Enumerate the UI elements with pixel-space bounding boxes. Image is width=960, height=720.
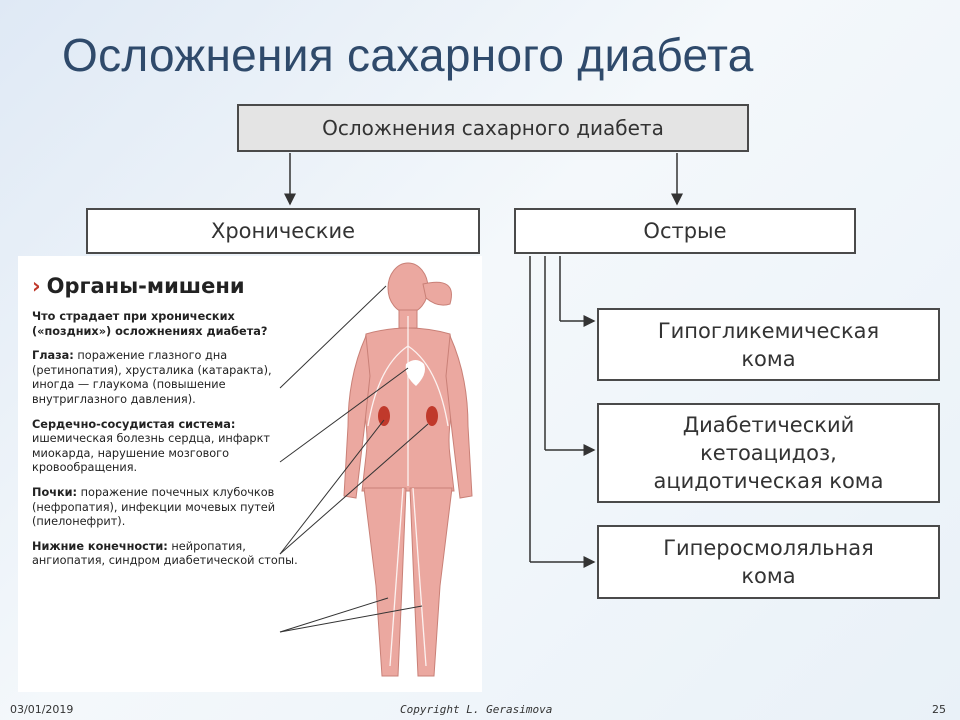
root-box: Осложнения сахарного диабета <box>237 104 749 152</box>
organ-eyes-label: Глаза: <box>32 349 74 363</box>
panel-heading: ›Органы-мишени <box>32 274 312 298</box>
organ-cardio: Сердечно-сосудистая система: ишемическая… <box>32 418 312 476</box>
keto-line-1: Диабетический <box>682 413 855 437</box>
organ-kidneys: Почки: поражение почечных клубочков (неф… <box>32 486 312 530</box>
panel-text: ›Органы-мишени Что страдает при хроничес… <box>32 274 312 579</box>
organ-kidneys-label: Почки: <box>32 485 78 499</box>
footer-copyright: Copyright L. Gerasimova <box>400 703 553 716</box>
left-kidney-shape <box>378 406 390 426</box>
target-organs-panel: ›Органы-мишени Что страдает при хроничес… <box>18 256 482 692</box>
hypo-line-1: Гипогликемическая <box>657 318 880 343</box>
hyper-line-1: Гиперосмоляльная <box>663 536 874 560</box>
organ-cardio-label: Сердечно-сосудистая система: <box>32 417 236 431</box>
right-kidney-shape <box>426 406 438 426</box>
slide-title: Осложнения сахарного диабета <box>62 29 754 81</box>
organ-kidneys-text: поражение почечных клубочков (нефропатия… <box>32 485 276 529</box>
hypo-line-2: кома <box>741 346 796 371</box>
ketoacidosis-box: Диабетический кетоацидоз, ацидотическая … <box>597 403 940 503</box>
organ-legs-label: Нижние конечности: <box>32 539 168 553</box>
chronic-box: Хронические <box>86 208 480 254</box>
hyperosmolar-coma-box: Гиперосмоляльная кома <box>597 525 940 599</box>
organ-cardio-text: ишемическая болезнь сердца, инфаркт миок… <box>32 432 270 475</box>
panel-intro: Что страдает при хронических («поздних»)… <box>32 310 312 339</box>
organ-eyes: Глаза: поражение глазного дна (ретинопат… <box>32 349 312 407</box>
footer-date: 03/01/2019 <box>10 703 74 716</box>
hypoglycemic-coma-box: Гипогликемическая кома <box>597 308 940 381</box>
panel-heading-text: Органы-мишени <box>46 274 245 298</box>
acute-box: Острые <box>514 208 856 254</box>
keto-line-2: кетоацидоз, <box>700 441 837 465</box>
panel-intro-text: Что страдает при хронических («поздних»)… <box>32 310 268 338</box>
hyper-line-2: кома <box>741 564 796 588</box>
slide-number: 25 <box>932 703 946 716</box>
body-figure-illustration <box>279 262 473 677</box>
heart-shape <box>405 360 425 386</box>
organ-legs-text: нейропатия, ангиопатия, синдром диабетич… <box>32 539 298 568</box>
organ-eyes-text: поражение глазного дна (ретинопатия), хр… <box>32 349 272 406</box>
keto-line-3: ацидотическая кома <box>653 469 884 493</box>
organ-legs: Нижние конечности: нейропатия, ангиопати… <box>32 540 312 569</box>
chevron-right-icon: › <box>32 274 41 298</box>
